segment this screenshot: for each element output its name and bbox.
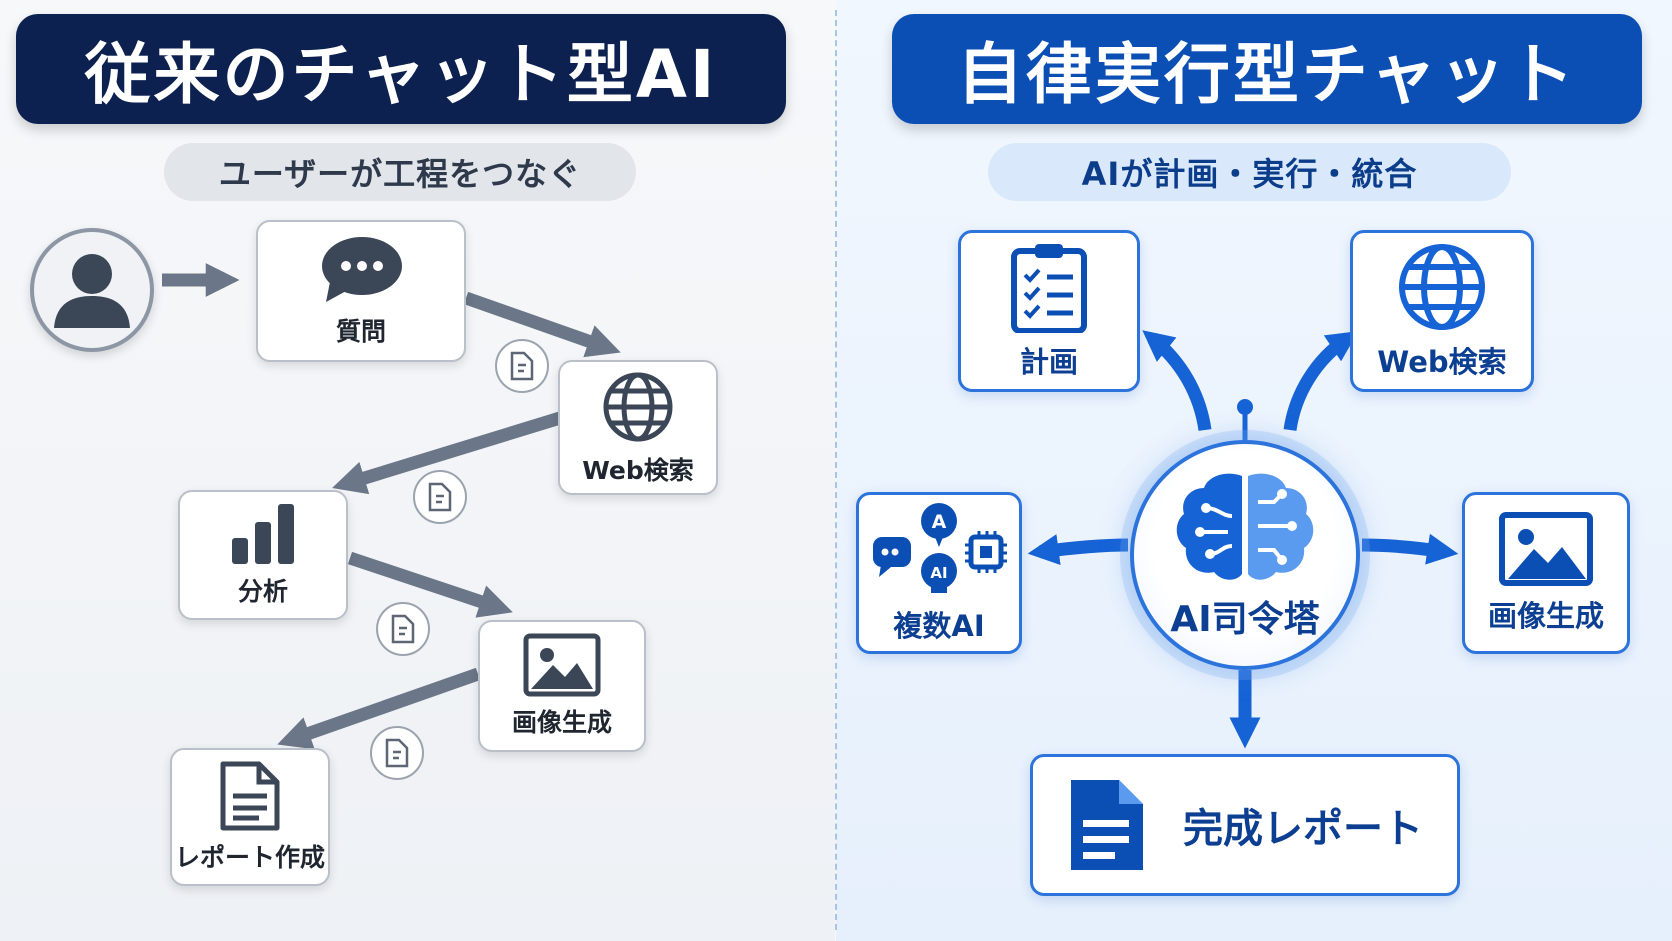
arrow-hub-to-web [1283, 331, 1359, 432]
node-plan-label: 計画 [1019, 345, 1078, 379]
traditional-subtitle: ユーザーが工程をつなぐ [164, 143, 636, 201]
traditional-title: 従来のチャット型AI [16, 14, 786, 124]
globe-icon [1399, 244, 1485, 330]
node-multi-ai-label: 複数AI [893, 609, 985, 643]
node-multi-ai: A AI 複数AI [856, 492, 1022, 654]
arrow-web-to-analysis [332, 411, 562, 495]
document-icon [220, 761, 280, 831]
ai-command-hub: AI司令塔 [1130, 440, 1360, 670]
step-image-generation-label: 画像生成 [511, 708, 612, 737]
brain-circuit-icon [1176, 473, 1314, 580]
node-final-report-label: 完成レポート [1183, 806, 1423, 852]
svg-text:A: A [932, 511, 947, 533]
step-web-search: Web検索 [558, 360, 718, 495]
handoff-icon [495, 339, 549, 393]
chat-bubble-icon [322, 237, 402, 302]
node-image-generation-label: 画像生成 [1487, 599, 1604, 633]
step-analysis-label: 分析 [237, 577, 288, 606]
panel-divider [835, 10, 837, 930]
step-question: 質問 [256, 220, 466, 362]
arrow-hub-to-multi [1027, 534, 1129, 565]
ai-chat-bubble-icon: A [921, 503, 957, 547]
arrow-question-to-web [463, 291, 621, 358]
multi-ai-icon: A AI [873, 503, 1007, 593]
arrow-hub-to-plan [1142, 330, 1212, 432]
handoff-icon [370, 726, 424, 780]
clipboard-checklist-icon [1011, 244, 1087, 333]
step-question-label: 質問 [335, 317, 386, 346]
globe-icon [603, 372, 673, 441]
handoff-icon [376, 602, 430, 656]
step-web-search-label: Web検索 [582, 455, 694, 485]
image-icon [523, 633, 601, 697]
step-image-generation: 画像生成 [478, 620, 646, 752]
document-icon [1071, 780, 1143, 870]
handoff-icon [413, 470, 467, 524]
node-plan: 計画 [958, 230, 1140, 392]
node-web-search: Web検索 [1350, 230, 1534, 392]
node-web-search-label: Web検索 [1377, 345, 1507, 379]
hub-label: AI司令塔 [1170, 599, 1320, 640]
autonomous-subtitle: AIが計画・実行・統合 [988, 143, 1511, 201]
svg-text:AI: AI [930, 564, 947, 582]
image-icon [1499, 512, 1593, 586]
step-report: レポート作成 [170, 748, 330, 886]
node-image-generation: 画像生成 [1462, 492, 1630, 654]
arrow-image-to-report [277, 667, 481, 750]
arrow-analysis-to-image [347, 551, 513, 618]
bar-chart-icon [232, 504, 294, 564]
user-icon [54, 254, 130, 328]
step-analysis: 分析 [178, 490, 348, 620]
user-avatar [30, 228, 154, 352]
step-report-label: レポート作成 [174, 843, 325, 872]
node-final-report: 完成レポート [1030, 754, 1460, 896]
arrow-hub-to-image [1361, 533, 1459, 565]
chat-bubble-icon [873, 537, 911, 577]
autonomous-title: 自律実行型チャット [892, 14, 1642, 124]
ai-robot-icon: AI [921, 553, 957, 593]
chip-icon [965, 531, 1007, 573]
